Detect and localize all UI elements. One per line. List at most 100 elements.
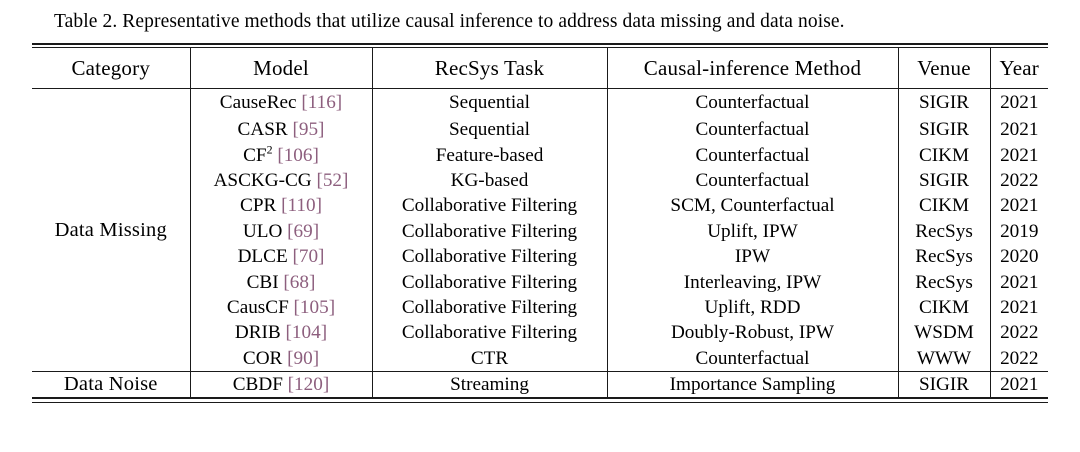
causal-inference-method-cell: Counterfactual bbox=[606, 117, 898, 143]
citation-reference[interactable]: [116] bbox=[301, 92, 343, 114]
recsys-task-cell: Collaborative Filtering bbox=[371, 269, 607, 295]
venue-cell: RecSys bbox=[897, 218, 990, 245]
year-cell: 2021 bbox=[989, 294, 1048, 321]
column-header-model: Model bbox=[189, 48, 372, 90]
table-top-rule bbox=[32, 42, 1048, 49]
year-cell: 2021 bbox=[989, 142, 1048, 168]
recsys-task-cell: Collaborative Filtering bbox=[371, 218, 607, 245]
citation-reference[interactable]: [105] bbox=[293, 296, 336, 318]
recsys-task-cell: Sequential bbox=[371, 117, 607, 143]
year-cell: 2021 bbox=[989, 88, 1048, 118]
year-cell: 2022 bbox=[989, 167, 1048, 194]
venue-cell: SIGIR bbox=[897, 88, 990, 118]
recsys-task-cell: Collaborative Filtering bbox=[371, 294, 607, 321]
table-caption: Table 2. Representative methods that uti… bbox=[54, 11, 845, 32]
causal-inference-method-cell: SCM, Counterfactual bbox=[606, 193, 898, 219]
table-bottom-rule bbox=[32, 397, 1048, 403]
causal-inference-method-cell: Counterfactual bbox=[606, 88, 898, 118]
citation-reference[interactable]: [106] bbox=[277, 144, 319, 166]
category-cell: Data Missing bbox=[54, 218, 167, 241]
model-name: CBI bbox=[246, 271, 279, 293]
causal-inference-method-cell: Doubly-Robust, IPW bbox=[606, 320, 898, 346]
model-cell: CBI [68] bbox=[189, 269, 372, 295]
category-cell: Data Noise bbox=[32, 371, 190, 398]
citation-reference[interactable]: [69] bbox=[287, 220, 320, 242]
venue-cell: CIKM bbox=[897, 294, 990, 321]
recsys-task-cell: Sequential bbox=[371, 88, 607, 118]
model-cell: CBDF [120] bbox=[189, 371, 372, 398]
recsys-task-cell: KG-based bbox=[371, 167, 607, 194]
model-cell: CauseRec [116] bbox=[189, 88, 372, 118]
year-cell: 2021 bbox=[989, 193, 1048, 219]
venue-cell: SIGIR bbox=[897, 371, 990, 398]
header-row: Category Model RecSys Task Causal-infere… bbox=[32, 48, 1048, 90]
model-name: DLCE bbox=[237, 246, 288, 268]
citation-reference[interactable]: [95] bbox=[292, 119, 325, 141]
citation-reference[interactable]: [110] bbox=[281, 195, 322, 217]
column-header-recsys-task: RecSys Task bbox=[371, 48, 607, 90]
model-name: ULO bbox=[242, 220, 283, 242]
venue-cell: SIGIR bbox=[897, 117, 990, 143]
causal-inference-method-cell: IPW bbox=[606, 244, 898, 270]
model-name: CASR bbox=[237, 119, 288, 141]
citation-reference[interactable]: [70] bbox=[292, 246, 325, 268]
model-name: ASCKG-CG bbox=[213, 169, 312, 191]
venue-cell: RecSys bbox=[897, 244, 990, 270]
recsys-task-cell: Collaborative Filtering bbox=[371, 320, 607, 346]
year-cell: 2021 bbox=[989, 117, 1048, 143]
causal-inference-method-cell: Uplift, IPW bbox=[606, 218, 898, 245]
model-cell: COR [90] bbox=[189, 345, 372, 372]
model-cell: CASR [95] bbox=[189, 117, 372, 143]
citation-reference[interactable]: [120] bbox=[287, 374, 330, 396]
column-header-category: Category bbox=[32, 48, 190, 90]
model-name: CauseRec bbox=[219, 92, 297, 114]
citation-reference[interactable]: [104] bbox=[285, 322, 328, 344]
causal-inference-method-cell: Counterfactual bbox=[606, 345, 898, 372]
recsys-task-cell: Streaming bbox=[371, 371, 607, 398]
year-cell: 2021 bbox=[989, 371, 1048, 398]
model-name: CPR bbox=[240, 195, 277, 217]
year-cell: 2021 bbox=[989, 269, 1048, 295]
recsys-task-cell: Feature-based bbox=[371, 142, 607, 168]
model-superscript: 2 bbox=[266, 142, 273, 157]
causal-inference-method-cell: Uplift, RDD bbox=[606, 294, 898, 321]
venue-cell: CIKM bbox=[897, 193, 990, 219]
year-cell: 2019 bbox=[989, 218, 1048, 245]
causal-inference-method-cell: Importance Sampling bbox=[606, 371, 898, 398]
model-cell: CausCF [105] bbox=[189, 294, 372, 321]
citation-reference[interactable]: [90] bbox=[287, 347, 320, 369]
venue-cell: CIKM bbox=[897, 142, 990, 168]
model-cell: ASCKG-CG [52] bbox=[189, 167, 372, 194]
venue-cell: WSDM bbox=[897, 320, 990, 346]
recsys-task-cell: Collaborative Filtering bbox=[371, 244, 607, 270]
column-header-year: Year bbox=[989, 48, 1048, 90]
table-header: Category Model RecSys Task Causal-infere… bbox=[32, 48, 1048, 90]
venue-cell: WWW bbox=[897, 345, 990, 372]
recsys-task-cell: Collaborative Filtering bbox=[371, 193, 607, 219]
column-header-causal-inference-method: Causal-inference Method bbox=[606, 48, 898, 90]
year-cell: 2020 bbox=[989, 244, 1048, 270]
year-cell: 2022 bbox=[989, 345, 1048, 372]
causal-inference-method-cell: Counterfactual bbox=[606, 167, 898, 194]
column-header-venue: Venue bbox=[897, 48, 990, 90]
model-cell: DLCE [70] bbox=[189, 244, 372, 270]
model-cell: CF2 [106] bbox=[189, 142, 372, 168]
model-cell: ULO [69] bbox=[189, 218, 372, 245]
citation-reference[interactable]: [52] bbox=[316, 169, 349, 191]
representative-methods-table: Category Model RecSys Task Causal-infere… bbox=[32, 48, 1048, 398]
model-name: CBDF bbox=[232, 374, 283, 396]
venue-cell: RecSys bbox=[897, 269, 990, 295]
model-name: CausCF bbox=[226, 296, 289, 318]
citation-reference[interactable]: [68] bbox=[283, 271, 316, 293]
